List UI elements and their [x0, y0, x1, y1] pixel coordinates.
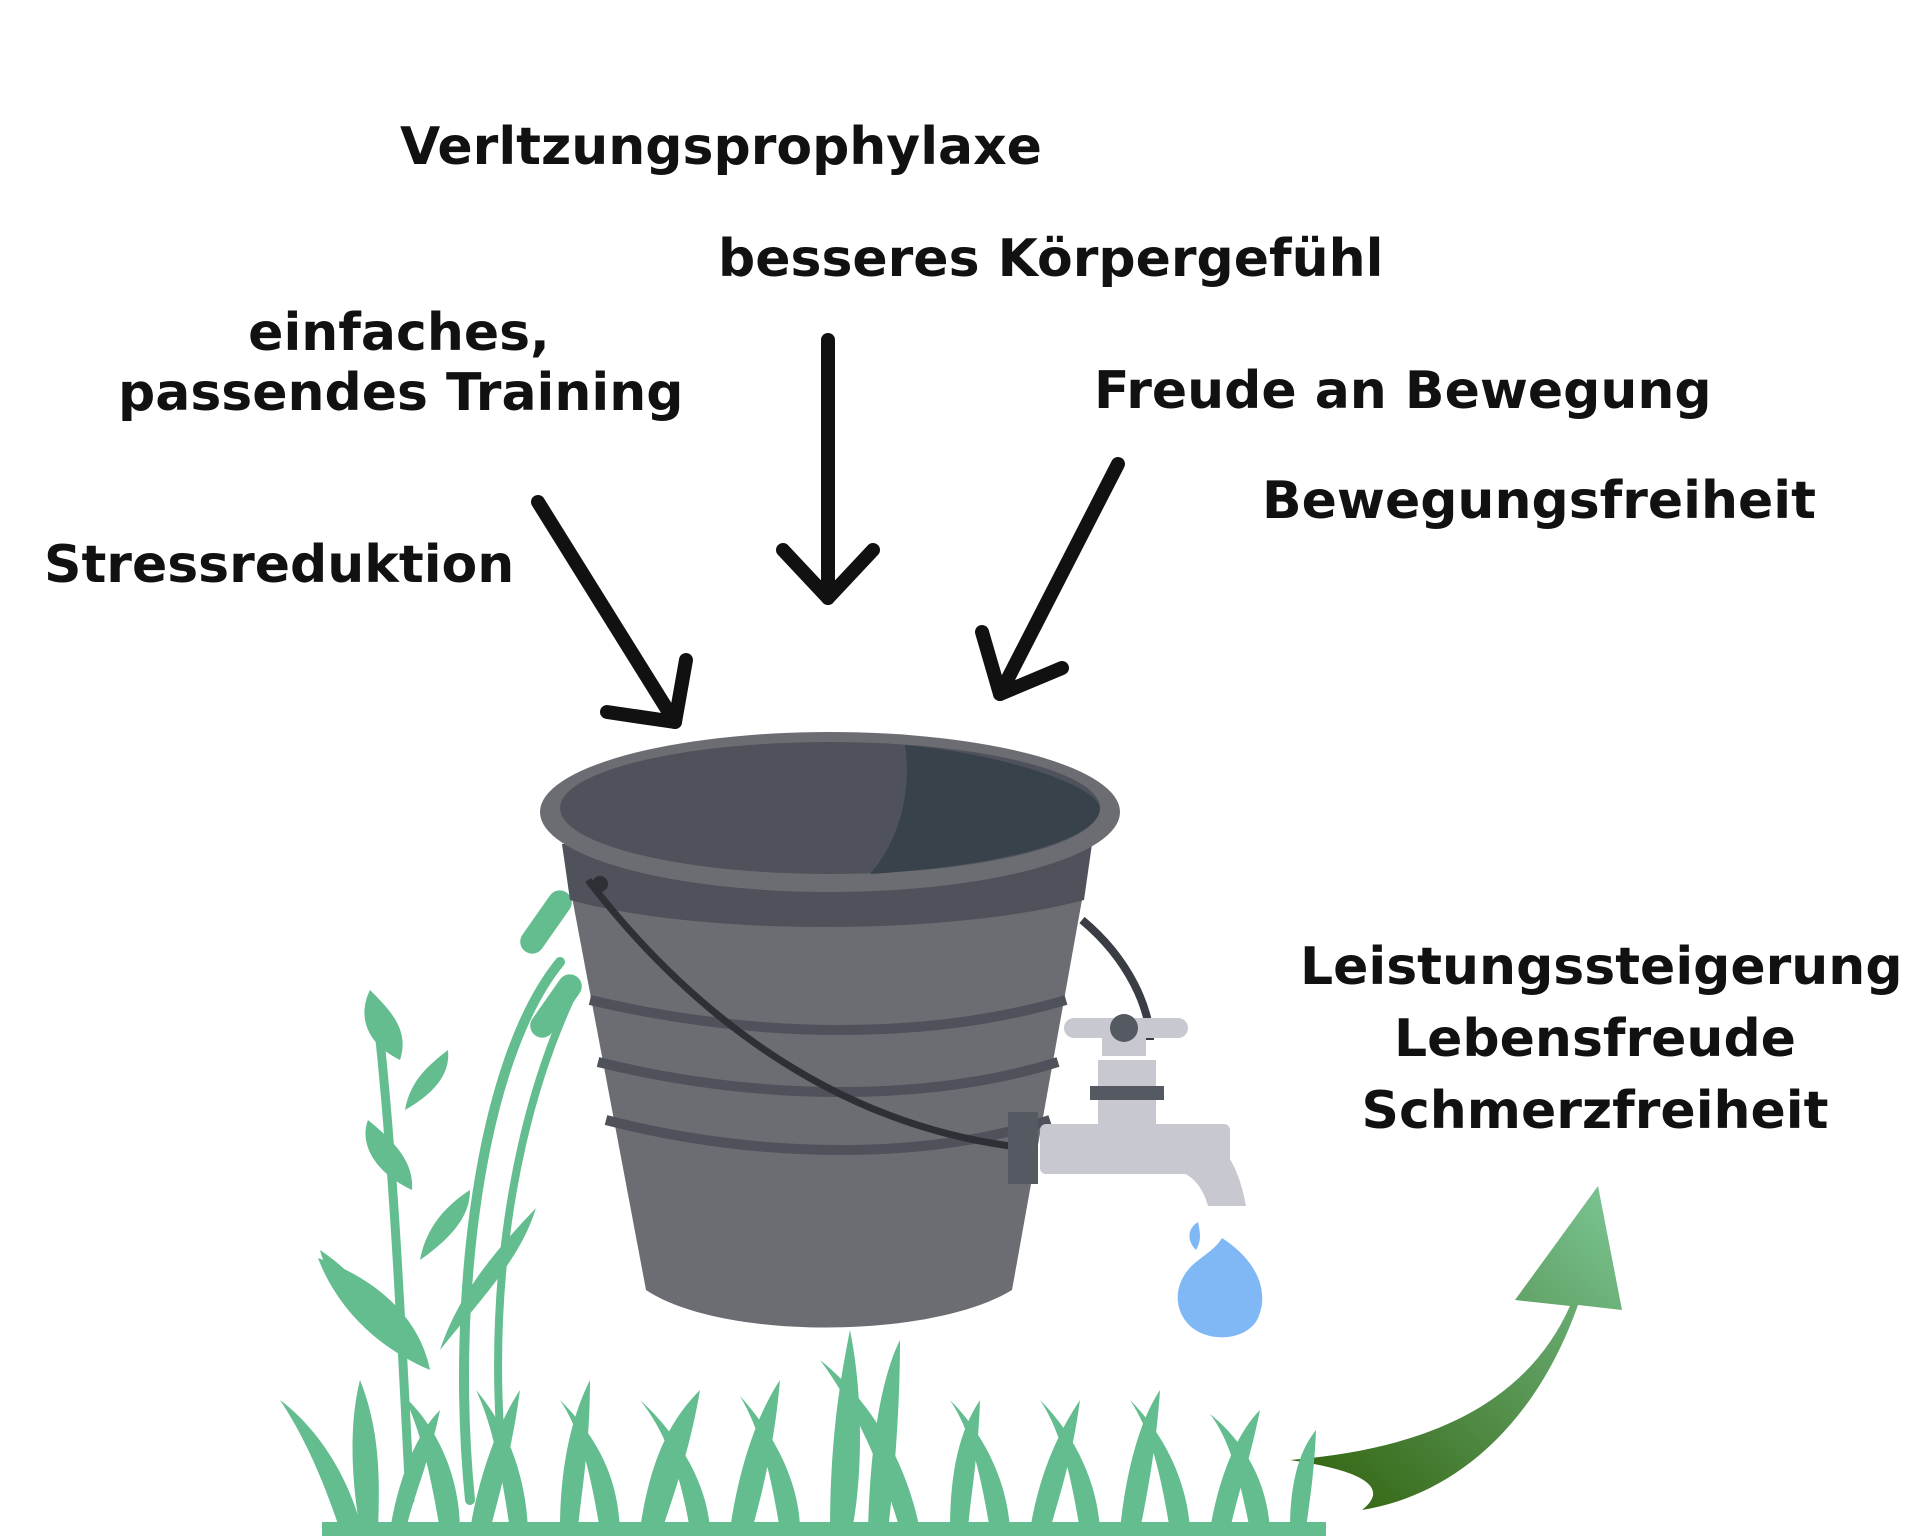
- water-drop-icon: [1177, 1222, 1263, 1338]
- reed-plant-icon: [318, 890, 582, 1505]
- outcome-list: Leistungssteigerung Lebensfreude Schmerz…: [1300, 937, 1903, 1141]
- green-output-arrow: [1290, 1186, 1622, 1510]
- grass-icon: [280, 1330, 1326, 1536]
- label-training-line2: passendes Training: [118, 362, 684, 423]
- input-arrows: [531, 333, 1125, 729]
- label-body-awareness: besseres Körpergefühl: [718, 229, 1384, 289]
- bucket-icon: [540, 732, 1120, 1328]
- arrow-left-diagonal: [531, 495, 693, 729]
- label-training: einfaches, passendes Training: [118, 303, 684, 424]
- water-tap-icon: [1008, 1014, 1246, 1206]
- label-joy-of-movement: Freude an Bewegung: [1094, 361, 1712, 421]
- label-freedom-of-movement: Bewegungsfreiheit: [1262, 471, 1816, 531]
- label-joy-of-life: Lebensfreude: [1394, 1008, 1796, 1069]
- label-stress-reduction: Stressreduktion: [44, 535, 515, 595]
- label-training-line1: einfaches,: [248, 303, 550, 363]
- arrow-center-down: [776, 333, 880, 605]
- label-pain-free: Schmerzfreiheit: [1361, 1080, 1829, 1141]
- label-performance: Leistungssteigerung: [1300, 937, 1903, 997]
- arrow-right-diagonal: [975, 457, 1125, 701]
- label-injury-prevention: Verltzungsprophylaxe: [400, 117, 1042, 177]
